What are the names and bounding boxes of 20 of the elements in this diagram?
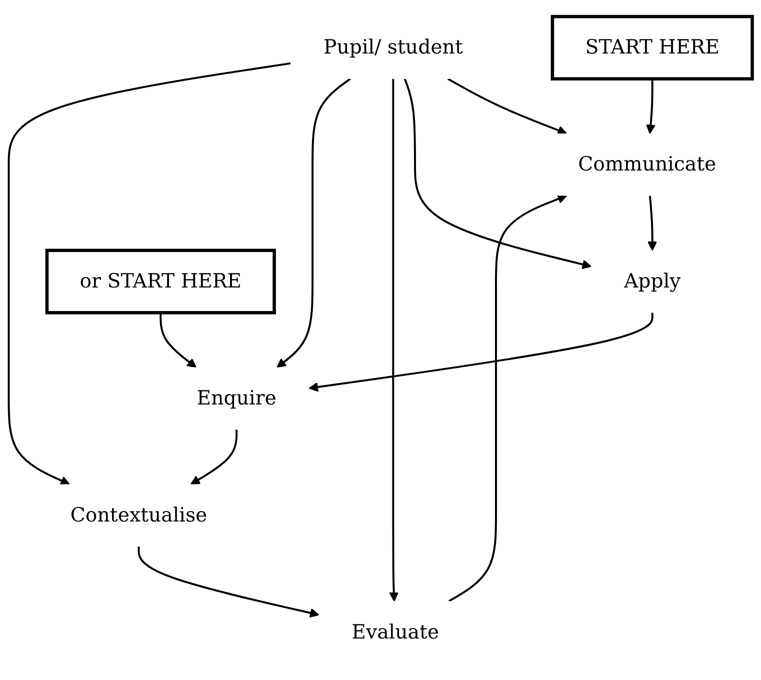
arrow	[8, 62, 291, 486]
arrow	[648, 196, 658, 251]
node-text: Communicate	[578, 153, 716, 176]
arrow	[160, 312, 197, 368]
node-box: or START HERE	[45, 248, 276, 314]
node-text: Evaluate	[352, 620, 440, 644]
node-text: Apply	[624, 270, 681, 294]
arrow	[138, 546, 320, 618]
arrow	[190, 430, 238, 485]
node-box: START HERE	[550, 14, 754, 80]
node-text: Contextualise	[70, 504, 208, 527]
arrow	[308, 312, 654, 392]
node-text: Pupil/ student	[323, 36, 463, 60]
arrow	[389, 78, 399, 602]
arrow	[646, 78, 656, 134]
arrow	[448, 194, 568, 602]
arrow	[404, 78, 592, 270]
arrow	[276, 78, 351, 368]
arrow	[447, 78, 568, 135]
node-text: Enquire	[196, 386, 276, 410]
